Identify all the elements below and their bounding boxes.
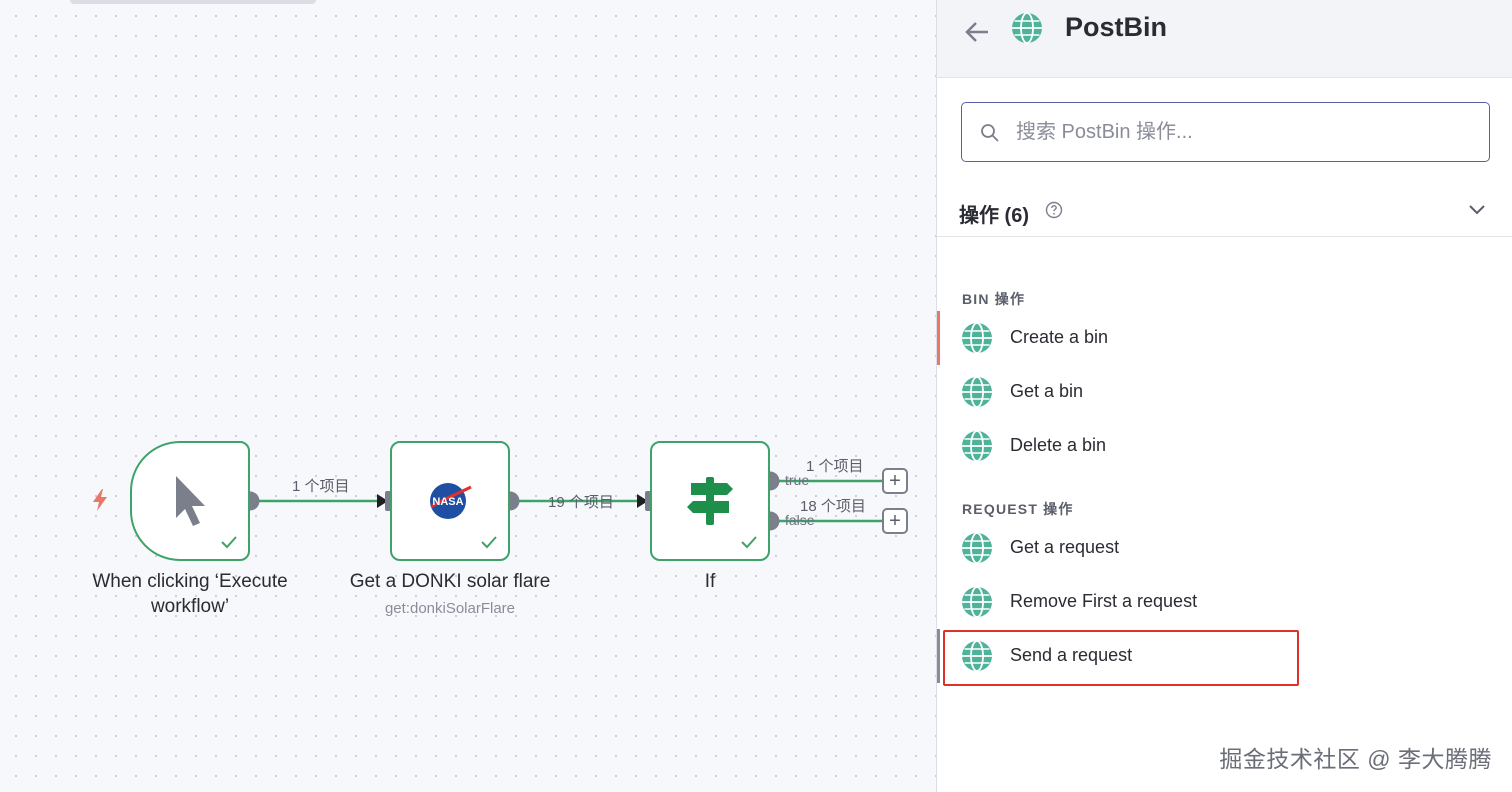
add-node-true-button[interactable]: + bbox=[882, 468, 908, 494]
action-delete-bin[interactable]: Delete a bin bbox=[937, 419, 1512, 473]
search-input[interactable] bbox=[1016, 113, 1476, 151]
action-label: Get a bin bbox=[1010, 381, 1084, 401]
svg-text:NASA: NASA bbox=[432, 496, 463, 508]
globe-icon bbox=[962, 532, 992, 564]
globe-icon bbox=[1012, 12, 1042, 44]
success-check-icon bbox=[481, 536, 497, 549]
panel-header: PostBin bbox=[937, 0, 1512, 78]
action-get-request[interactable]: Get a request bbox=[937, 521, 1512, 575]
port-label-false: false bbox=[785, 512, 815, 528]
action-get-bin[interactable]: Get a bin bbox=[937, 365, 1512, 419]
globe-icon bbox=[962, 430, 992, 462]
nasa-logo-icon: NASA bbox=[430, 483, 472, 519]
help-circle-icon[interactable] bbox=[1045, 201, 1063, 219]
port-label-true: true bbox=[785, 472, 810, 488]
group-label-bin: BIN 操作 bbox=[962, 291, 1026, 307]
chevron-down-icon[interactable] bbox=[1467, 202, 1487, 216]
node-creator-panel: PostBin 操作 (6) BIN 操作 Create a bin bbox=[936, 0, 1512, 792]
globe-icon bbox=[962, 376, 992, 408]
node-label-if: If bbox=[704, 571, 716, 592]
action-create-bin[interactable]: Create a bin bbox=[937, 311, 1512, 365]
action-label: Create a bin bbox=[1010, 327, 1109, 347]
action-send-request[interactable]: Send a request bbox=[937, 629, 1512, 683]
success-check-icon bbox=[741, 536, 757, 549]
edge-item-count-false: 18 个项目 bbox=[800, 498, 866, 515]
edge-arrowhead bbox=[637, 494, 648, 508]
back-arrow-icon[interactable] bbox=[963, 18, 991, 46]
search-field[interactable] bbox=[961, 102, 1490, 162]
node-nasa[interactable]: NASA bbox=[390, 441, 510, 561]
action-label: Send a request bbox=[1010, 645, 1133, 665]
canvas-toolbar-edge bbox=[70, 0, 316, 4]
node-manual-trigger[interactable] bbox=[130, 441, 250, 561]
action-label: Delete a bin bbox=[1010, 435, 1107, 455]
search-icon bbox=[981, 124, 999, 142]
edge-arrowhead bbox=[377, 494, 388, 508]
group-label-request: REQUEST 操作 bbox=[962, 501, 1074, 517]
cursor-pointer-icon bbox=[176, 476, 205, 526]
panel-title: PostBin bbox=[1065, 12, 1168, 42]
action-label: Remove First a request bbox=[1010, 591, 1198, 611]
workflow-canvas[interactable]: When clicking ‘Execute workflow’ NASA Ge… bbox=[0, 0, 936, 792]
node-if[interactable] bbox=[650, 441, 770, 561]
node-label-trigger: When clicking ‘Execute workflow’ bbox=[92, 571, 288, 617]
signpost-icon bbox=[687, 477, 733, 525]
success-check-icon bbox=[221, 536, 237, 549]
add-node-false-button[interactable]: + bbox=[882, 508, 908, 534]
edge-item-count: 1 个项目 bbox=[292, 478, 350, 495]
globe-icon bbox=[962, 586, 992, 618]
action-remove-first-request[interactable]: Remove First a request bbox=[937, 575, 1512, 629]
trigger-bolt-icon bbox=[93, 489, 107, 511]
edge-item-count: 19 个项目 bbox=[548, 494, 614, 511]
node-label-nasa: Get a DONKI solar flare bbox=[349, 571, 551, 592]
action-label: Get a request bbox=[1010, 537, 1120, 557]
globe-icon bbox=[962, 640, 992, 672]
connections bbox=[240, 471, 882, 531]
globe-icon bbox=[962, 322, 992, 354]
actions-section-title: 操作 (6) bbox=[959, 205, 1029, 227]
actions-section-header[interactable]: 操作 (6) bbox=[937, 182, 1512, 237]
edge-item-count-true: 1 个项目 bbox=[806, 458, 864, 475]
watermark: 掘金技术社区 @ 李大腾腾 bbox=[1219, 746, 1492, 772]
node-subtitle-nasa: get:donkiSolarFlare bbox=[384, 600, 516, 617]
